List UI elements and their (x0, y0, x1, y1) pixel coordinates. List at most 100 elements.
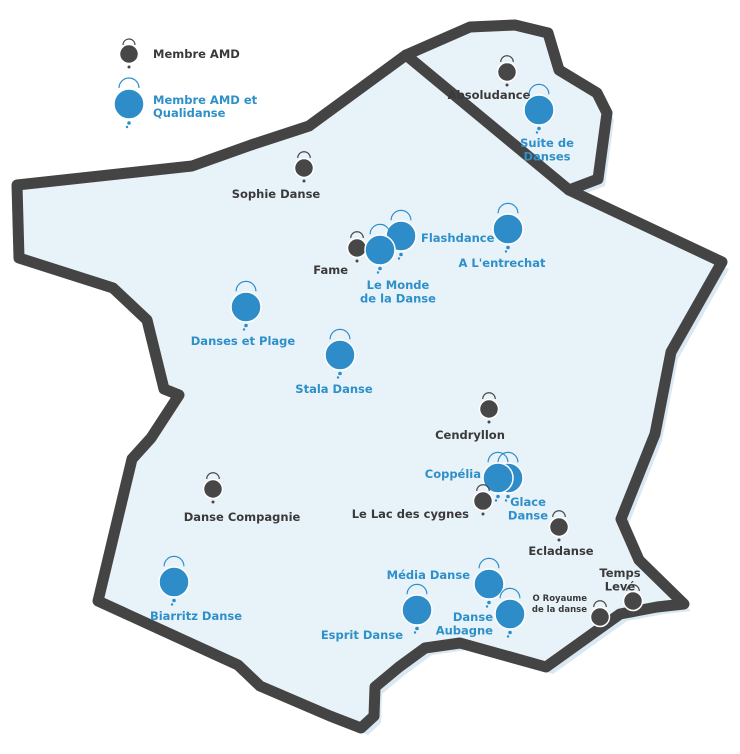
marker-label-line: Cendryllon (435, 428, 505, 442)
marker-label-coppelia[interactable]: Coppélia (425, 467, 481, 481)
marker-label-media-danse[interactable]: Média Danse (387, 568, 471, 582)
marker-sophie-danse[interactable] (293, 151, 315, 183)
marker-dot (508, 630, 512, 635)
marker-label-line: Flashdance (421, 231, 495, 245)
marker-label-flashdance[interactable]: Flashdance (421, 231, 495, 245)
marker-o-royaume-de-la-danse[interactable] (589, 600, 611, 632)
marker-dot (481, 512, 485, 516)
marker-dot (399, 252, 403, 257)
legend-member-label: Membre AMD (153, 47, 240, 61)
marker-glace-danse[interactable] (482, 451, 514, 502)
marker-label-line: A L'entrechat (459, 256, 546, 270)
marker-label-line: Danse (508, 509, 548, 523)
marker-ring (552, 510, 566, 518)
marker-pin (230, 291, 262, 323)
marker-label-a-lentrechat[interactable]: A L'entrechat (459, 256, 546, 270)
marker-label-stala-danse[interactable]: Stala Danse (295, 382, 373, 396)
marker-label-line: Danses et Plage (191, 334, 296, 348)
marker-label-line: Temps (599, 566, 640, 580)
marker-label-cendryllon[interactable]: Cendryllon (435, 428, 505, 442)
marker-stala-danse[interactable] (324, 328, 356, 379)
marker-dot (172, 598, 176, 603)
marker-label-danse-compagnie[interactable]: Danse Compagnie (184, 510, 301, 524)
marker-a-lentrechat[interactable] (492, 202, 524, 253)
marker-label-ecladanse[interactable]: Ecladanse (528, 544, 593, 558)
marker-le-lac-des-cygnes[interactable] (472, 484, 494, 516)
marker-label-esprit-danse[interactable]: Esprit Danse (321, 628, 403, 642)
marker-label-line: de la danse (532, 605, 587, 615)
marker-label-line: Levé (605, 580, 636, 594)
marker-ring (500, 55, 514, 63)
marker-dot-small (336, 376, 340, 379)
marker-ring (528, 83, 550, 95)
marker-label-line: Coppélia (425, 467, 481, 481)
marker-dot (557, 538, 561, 542)
marker-pin (482, 462, 514, 494)
marker-media-danse[interactable] (473, 557, 505, 608)
marker-label-line: Aubagne (436, 624, 493, 638)
marker-ring (390, 209, 412, 221)
marker-pin (589, 606, 611, 628)
marker-absoludance[interactable] (496, 55, 518, 87)
marker-label-line: Le Lac des cygnes (352, 507, 469, 521)
marker-label-danses-et-plage[interactable]: Danses et Plage (191, 334, 296, 348)
marker-label-line: Sophie Danse (232, 187, 321, 201)
marker-cendryllon[interactable] (478, 392, 500, 424)
marker-ring (482, 392, 496, 400)
marker-dot-small (504, 250, 508, 253)
marker-dot (338, 371, 342, 376)
marker-label-line: de la Danse (360, 292, 436, 306)
marker-pin (622, 590, 644, 612)
marker-label-line: Danse Compagnie (184, 510, 301, 524)
marker-dot (496, 494, 500, 499)
marker-label-le-lac-des-cygnes[interactable]: Le Lac des cygnes (352, 507, 469, 521)
marker-danse-aubagne[interactable] (494, 587, 526, 638)
marker-pin (473, 568, 505, 600)
marker-dot-small (376, 271, 380, 274)
marker-ring (350, 231, 364, 239)
marker-label-line: Danse (453, 610, 493, 624)
marker-label-fame[interactable]: Fame (313, 263, 348, 277)
marker-dot-small (535, 131, 539, 134)
marker-ring (406, 583, 428, 595)
marker-ring (499, 587, 521, 599)
marker-label-line: Ecladanse (528, 544, 593, 558)
marker-esprit-danse[interactable] (401, 583, 433, 634)
marker-le-monde-de-la-danse[interactable] (364, 223, 396, 274)
marker-dot (211, 500, 215, 504)
legend: Membre AMD Membre AMD et Qualidanse (113, 38, 258, 129)
marker-biarritz-danse[interactable] (158, 555, 190, 606)
marker-ring (497, 202, 519, 214)
marker-ring (626, 584, 640, 592)
marker-label-line: Danses (524, 150, 571, 164)
marker-label-biarritz-danse[interactable]: Biarritz Danse (150, 609, 242, 623)
marker-suite-de-danses[interactable] (523, 83, 555, 134)
marker-pin (346, 237, 368, 259)
marker-ring (593, 600, 607, 608)
marker-pin (523, 94, 555, 126)
marker-danse-compagnie[interactable] (202, 472, 224, 504)
marker-temps-leve[interactable] (622, 584, 644, 616)
marker-pin (202, 478, 224, 500)
marker-danses-et-plage[interactable] (230, 280, 262, 331)
marker-label-line: Esprit Danse (321, 628, 403, 642)
marker-dot (631, 612, 635, 616)
marker-ring (487, 451, 509, 463)
marker-label-absoludance[interactable]: Absoludance (448, 88, 531, 102)
marker-label-line: Glace (510, 495, 546, 509)
legend-qualidanse-marker (113, 77, 145, 129)
marker-label-sophie-danse[interactable]: Sophie Danse (232, 187, 321, 201)
marker-ring (235, 280, 257, 292)
marker-ecladanse[interactable] (548, 510, 570, 542)
marker-ring (163, 555, 185, 567)
marker-dot-small (504, 499, 508, 502)
internal-region-border (400, 49, 575, 196)
